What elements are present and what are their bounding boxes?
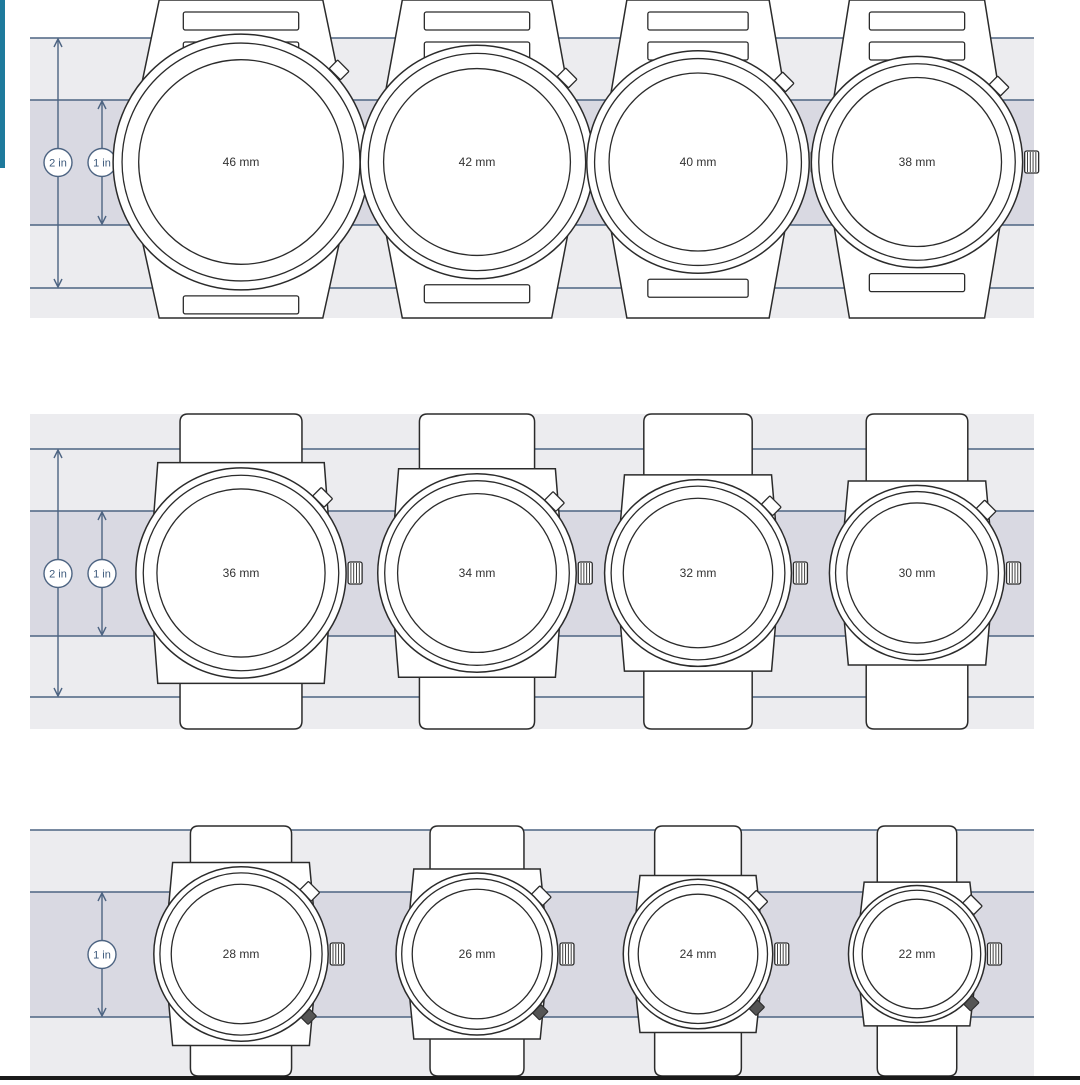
marker-badge [87, 939, 117, 970]
watch-dial [608, 72, 788, 252]
watch-bezel [852, 889, 982, 1019]
bracelet-link [182, 11, 300, 31]
marker-label: 1 in [93, 569, 111, 581]
watch-bezel [610, 485, 786, 661]
crown [1005, 561, 1022, 585]
watch-bezel [384, 480, 570, 666]
marker-label: 1 in [93, 950, 111, 962]
marker-arrow-up [97, 891, 107, 902]
watch-dial [831, 76, 1003, 248]
watch-dial [637, 893, 759, 1015]
edge-accent-bar [0, 0, 5, 168]
watch-46mm: 46 mm [112, 0, 386, 319]
watch-bezel [593, 57, 803, 267]
crown [1024, 150, 1040, 174]
watch-dial [138, 59, 344, 265]
marker-arrow-down [53, 687, 63, 698]
marker-arrow-up [53, 448, 63, 459]
bracelet-link [182, 295, 300, 315]
marker-arrow-down [97, 1007, 107, 1018]
bracelet-link [423, 11, 531, 31]
marker-2in: 2 in [43, 448, 73, 698]
marker-badge [43, 147, 73, 178]
watch-size-label: 34 mm [459, 566, 496, 580]
watch-28mm: 28 mm [153, 825, 345, 1077]
watch-size-label: 40 mm [680, 155, 717, 169]
marker-2in: 2 in [43, 37, 73, 289]
watch-38mm: 38 mm [810, 0, 1040, 319]
crown [774, 942, 790, 966]
watch-dial [622, 497, 774, 649]
marker-1in: 1 in [87, 510, 117, 637]
watch-dial [411, 888, 543, 1020]
watch-size-label: 30 mm [899, 566, 936, 580]
watch-size-label: 32 mm [680, 566, 717, 580]
watch-dial [846, 502, 988, 644]
watch-size-label: 28 mm [223, 947, 260, 961]
size-row-3: 1 in 28 mm 26 mm 24 mm 22 mm [30, 825, 1034, 1077]
marker-arrow-up [53, 37, 63, 48]
watch-dial [156, 488, 326, 658]
watch-dial [170, 883, 312, 1025]
watch-size-label: 26 mm [459, 947, 496, 961]
watch-size-label: 36 mm [223, 566, 260, 580]
watch-bezel [818, 63, 1016, 261]
watch-30mm: 30 mm [828, 413, 1022, 730]
bracelet-link [647, 11, 749, 31]
watch-dial [396, 492, 558, 654]
bracelet-link [423, 284, 531, 304]
watch-32mm: 32 mm [603, 413, 809, 730]
size-row-1: 2 in 1 in 46 mm 42 mm 40 mm 38 mm [30, 0, 1040, 319]
bracelet-link [868, 273, 966, 293]
crown [792, 561, 809, 585]
crown [986, 942, 1003, 966]
watch-size-label: 22 mm [899, 947, 936, 961]
marker-label: 2 in [49, 158, 67, 170]
marker-1in: 1 in [87, 891, 117, 1018]
watch-size-label: 42 mm [459, 155, 496, 169]
watch-26mm: 26 mm [395, 825, 575, 1077]
watch-dial [382, 67, 572, 257]
marker-badge [87, 558, 117, 589]
marker-arrow-down [53, 278, 63, 289]
marker-arrow-down [97, 215, 107, 226]
watch-40mm: 40 mm [586, 0, 826, 319]
marker-label: 2 in [49, 569, 67, 581]
marker-arrow-up [97, 510, 107, 521]
watch-bezel [142, 474, 340, 672]
watch-34mm: 34 mm [376, 413, 593, 730]
bracelet-link [647, 278, 749, 298]
watch-size-label: 24 mm [680, 947, 717, 961]
marker-arrow-down [97, 626, 107, 637]
watch-size-label: 46 mm [223, 155, 260, 169]
watch-42mm: 42 mm [359, 0, 611, 319]
watch-size-label: 38 mm [899, 155, 936, 169]
watch-36mm: 36 mm [135, 413, 363, 730]
watch-dial [861, 898, 973, 1010]
crown [329, 942, 345, 966]
watch-bezel [401, 878, 553, 1030]
watch-bezel [367, 52, 587, 272]
bracelet-link [868, 11, 966, 31]
watch-bezel [159, 872, 323, 1036]
watch-bezel [627, 883, 769, 1025]
size-row-2: 2 in 1 in 36 mm 34 mm 32 mm 30 mm [30, 413, 1034, 730]
crown [347, 561, 363, 585]
crown [577, 561, 593, 585]
marker-badge [43, 558, 73, 589]
watch-bezel [834, 490, 1000, 656]
watch-22mm: 22 mm [847, 825, 1003, 1077]
watch-24mm: 24 mm [622, 825, 790, 1077]
crown [559, 942, 575, 966]
bottom-rule [0, 1076, 1080, 1080]
marker-arrow-up [97, 99, 107, 110]
marker-label: 1 in [93, 158, 111, 170]
